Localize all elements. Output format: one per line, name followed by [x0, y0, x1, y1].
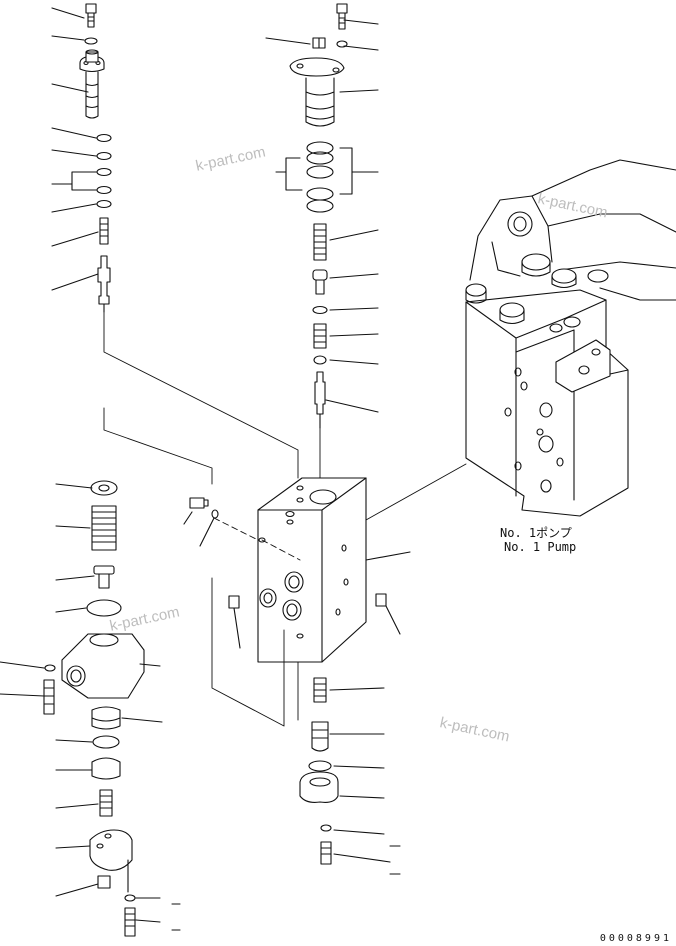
flange-sleeve-part	[79, 49, 105, 119]
connector-lines	[103, 311, 467, 727]
washer-part	[336, 40, 348, 48]
spool-part	[97, 255, 111, 313]
seat-part	[313, 355, 327, 365]
spool-part	[314, 371, 326, 429]
piston-part	[312, 269, 328, 295]
pump-label-ja: No. 1ポンプ	[500, 526, 572, 540]
nut-part	[312, 37, 326, 49]
pin-part	[99, 217, 109, 245]
plug-parts	[183, 497, 401, 649]
left-bottom-stack	[0, 480, 181, 937]
oring-part	[312, 305, 328, 315]
center-bottom-stack	[299, 677, 401, 875]
pump-label-en: No. 1 Pump	[504, 540, 577, 554]
bolt-part	[336, 3, 348, 30]
bolt-part	[85, 3, 97, 28]
spring-part	[313, 223, 327, 261]
washer-part	[84, 37, 98, 45]
flange-sleeve-part	[289, 57, 345, 127]
spring-part	[313, 323, 327, 349]
orings-part	[306, 141, 334, 213]
drawing-number: 00008991	[599, 933, 672, 944]
pump-assembly	[465, 159, 676, 517]
orings-part	[96, 133, 112, 209]
center-top-stack	[265, 3, 379, 429]
left-top-stack	[51, 3, 112, 313]
valve-block	[257, 477, 411, 663]
